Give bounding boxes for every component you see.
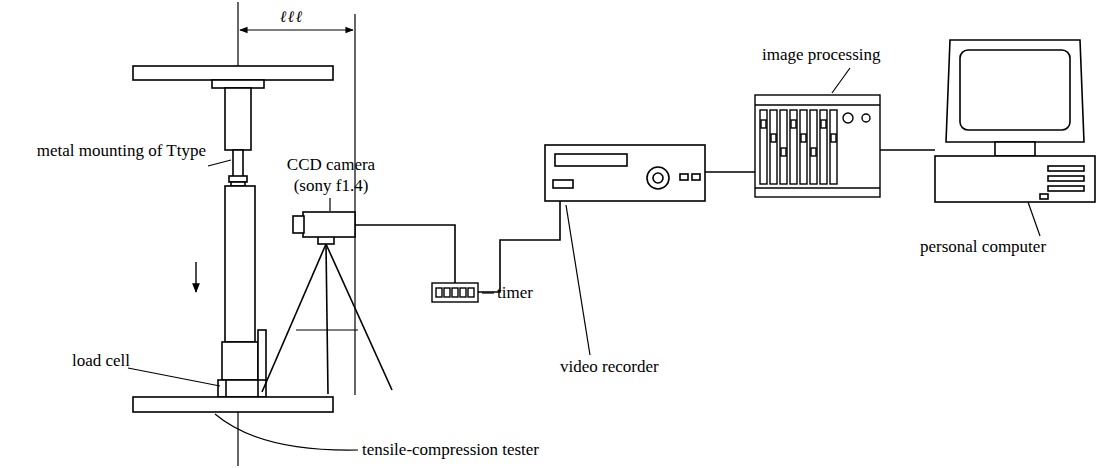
device-label: timer — [497, 282, 557, 303]
rack-module — [820, 110, 827, 184]
rack-module — [770, 110, 777, 184]
module-switch — [771, 134, 776, 142]
rack-module — [810, 110, 817, 184]
module-switch — [781, 148, 786, 156]
rack-module — [780, 110, 787, 184]
dimension-label: ℓℓℓ — [262, 6, 322, 27]
video-recorder — [545, 145, 705, 201]
rack-module — [790, 110, 797, 184]
module-switch — [831, 134, 836, 142]
module-switch — [801, 134, 806, 142]
ccd-camera — [262, 212, 392, 394]
device-label: personal computer — [920, 236, 1100, 257]
module-switch — [791, 120, 796, 128]
part-label: metal mounting of Ttype — [20, 140, 206, 161]
module-switch — [761, 120, 766, 128]
device-label: image processing — [762, 44, 922, 65]
tester-frame — [133, 2, 355, 466]
module-switch — [811, 148, 816, 156]
personal-computer — [935, 40, 1095, 202]
rack-module — [830, 110, 837, 184]
device-label: video recorder — [560, 356, 700, 377]
module-switch — [821, 120, 826, 128]
device-label: CCD camera (sony f1.4) — [272, 154, 390, 196]
image-processing-unit — [755, 95, 880, 197]
leader-lines — [128, 68, 1040, 450]
part-label: load cell — [40, 350, 130, 371]
device-label: tensile-compression tester — [362, 439, 592, 460]
rack-module — [800, 110, 807, 184]
rack-module — [760, 110, 767, 184]
timer-unit — [432, 283, 478, 302]
